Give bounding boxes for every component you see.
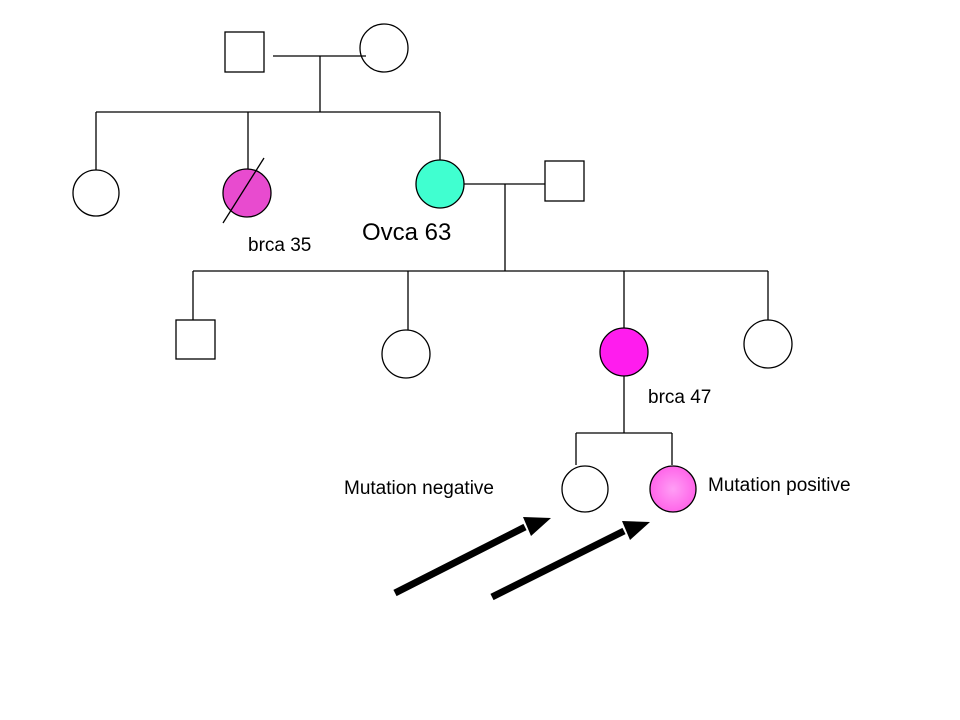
sister-3-circle <box>743 319 793 369</box>
arrow-negative-shaft <box>393 523 527 597</box>
mother-label: Ovca 63 <box>362 219 451 246</box>
arrow-negative <box>393 517 551 597</box>
arrow-positive <box>490 521 650 601</box>
brother-square <box>175 319 216 360</box>
aunt-2-affected-circle <box>222 168 272 218</box>
arrow-positive-shaft <box>490 527 626 601</box>
niece-1-label: Mutation negative <box>344 478 494 499</box>
grandfather-square <box>224 31 265 73</box>
father-square <box>544 160 585 202</box>
niece-2-label: Mutation positive <box>708 475 851 496</box>
mother-affected-circle <box>415 159 465 209</box>
aunt-2-label: brca 35 <box>248 235 311 256</box>
niece-1-circle <box>561 465 609 513</box>
arrow-negative-head <box>523 517 551 536</box>
sister-2-affected-circle <box>599 327 649 377</box>
sister-1-circle <box>381 329 431 379</box>
sister-2-label: brca 47 <box>648 387 711 408</box>
grandmother-circle <box>359 23 409 73</box>
niece-2-affected-circle <box>649 465 697 513</box>
aunt-1-circle <box>72 169 120 217</box>
arrow-positive-head <box>622 521 650 540</box>
deceased-slash <box>222 157 265 224</box>
